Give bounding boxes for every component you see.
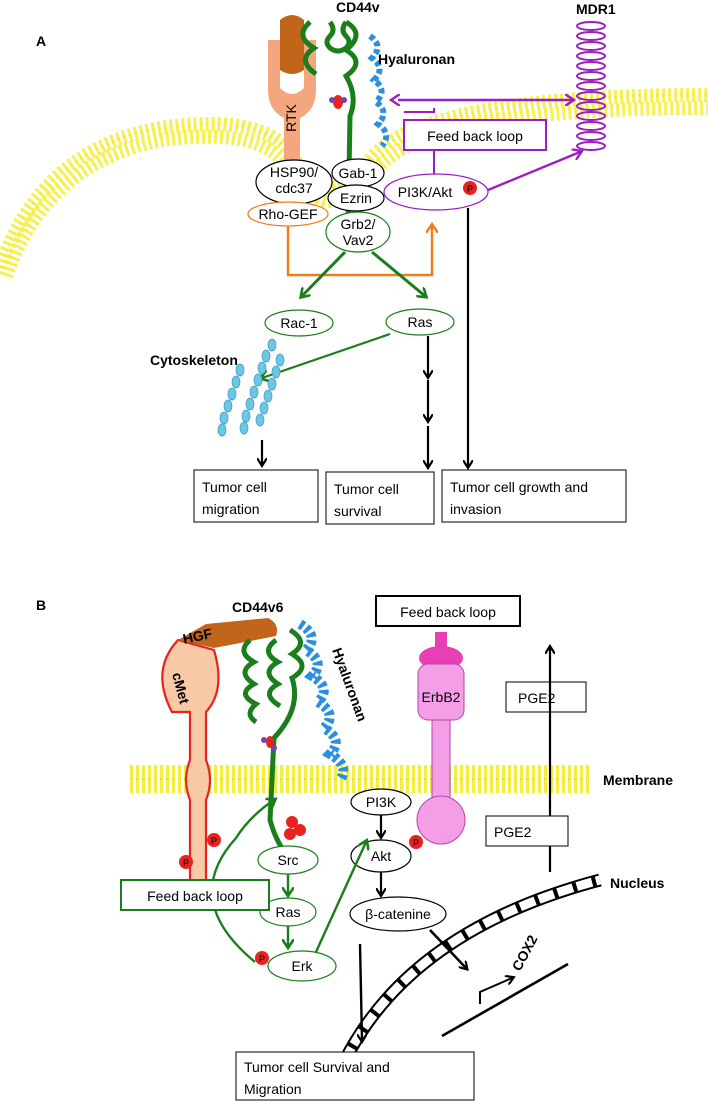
feedback-a-label: Feed back loop — [427, 128, 523, 144]
box-survival-migration: Tumor cell Survival and Migration — [235, 1051, 475, 1101]
feedback-box-left: Feed back loop — [120, 879, 270, 911]
feedback-left-label: Feed back loop — [147, 888, 243, 904]
beta-catenine-node — [349, 896, 447, 932]
grb2-label-2: Vav2 — [343, 232, 374, 248]
rac1-node — [264, 309, 334, 337]
phospho-erk-label: P — [259, 954, 265, 964]
box-migration-line1: Tumor cell — [202, 479, 267, 495]
ras-a-node — [385, 308, 455, 336]
pi3k-label: PI3K — [366, 794, 397, 810]
ras-b-label: Ras — [276, 904, 301, 920]
panel-a: A RTK CD44v Hyaluronan — [0, 0, 708, 525]
pge2-top-label: PGE2 — [518, 690, 556, 706]
cytoskeleton-label: Cytoskeleton — [150, 352, 238, 368]
ras-a-label: Ras — [408, 314, 433, 330]
cd44v-label: CD44v — [336, 0, 380, 15]
box-b-line1: Tumor cell Survival and — [244, 1059, 390, 1075]
grb2-label-1: Grb2/ — [340, 216, 375, 232]
rho-gef-label: Rho-GEF — [258, 206, 317, 222]
erbb2-receptor: ErbB2 — [416, 632, 466, 845]
hgf-ligand: HGF — [178, 618, 277, 648]
phospho-cmet-1 — [207, 833, 221, 847]
cox2-label: COX2 — [509, 932, 541, 973]
box-b-line2: Migration — [244, 1081, 302, 1097]
akt-mdr1-arrow — [487, 152, 580, 192]
signaling-complex: HSP90/ cdc37 Gab-1 Ezrin Rho-GEF Grb2/ V… — [247, 158, 489, 253]
panel-b: B Membrane cMet P P HGF CD44v6 — [36, 595, 673, 1101]
cd44v6-label: CD44v6 — [232, 599, 284, 615]
box-survival: Tumor cell survival — [325, 471, 435, 525]
phospho-akt-a — [463, 181, 477, 195]
erk-node — [267, 950, 337, 982]
box-growth-line1: Tumor cell growth and — [450, 479, 588, 495]
rtk-receptor: RTK — [268, 15, 316, 200]
mdr1-label: MDR1 — [576, 1, 616, 17]
erk-cmet-feedback-arrow — [211, 800, 274, 963]
membrane-label: Membrane — [603, 772, 673, 788]
hsp90-label-1: HSP90/ — [270, 164, 318, 180]
pge2-top-box: PGE2 — [505, 681, 587, 713]
feedback-top-label: Feed back loop — [400, 604, 496, 620]
erk-label: Erk — [292, 958, 314, 974]
hsp90-label-2: cdc37 — [275, 180, 313, 196]
mdr1: MDR1 — [576, 1, 616, 151]
beta-catenine-label: β-catenine — [365, 906, 431, 922]
phospho-erk — [255, 951, 269, 965]
nucleus-envelope — [338, 873, 602, 1065]
box-growth: Tumor cell growth and invasion — [441, 469, 627, 523]
phospho-akt-b-label: P — [413, 838, 419, 848]
pge2-mid-box: PGE2 — [485, 815, 569, 847]
hyaluronan-b-label: Hyaluronan — [329, 646, 370, 724]
cmet-receptor: cMet P P — [161, 638, 221, 908]
cd44v-receptor: CD44v — [300, 0, 380, 231]
box-survival-line1: Tumor cell — [334, 481, 399, 497]
erbb2-label: ErbB2 — [422, 689, 461, 705]
phospho-cmet-1-label: P — [211, 836, 217, 846]
erk-akt-arrow — [314, 842, 366, 953]
rho-gef-pi3k-loop — [286, 226, 432, 277]
box-growth-line2: invasion — [450, 501, 501, 517]
grb2-rac1-arrow — [302, 250, 347, 296]
hyaluronan-a: Hyaluronan — [367, 33, 455, 148]
box-migration-line2: migration — [202, 501, 260, 517]
rac1-label: Rac-1 — [280, 315, 318, 331]
hyaluronan-b: Hyaluronan — [297, 619, 371, 783]
hgf-label: HGF — [181, 625, 214, 647]
feedback-box-top: Feed back loop — [375, 595, 521, 627]
pi3k-akt-label: PI3K/Akt — [398, 184, 453, 200]
feedback-box-a: Feed back loop — [403, 119, 547, 151]
phospho-cmet-2 — [179, 855, 193, 869]
akt-label: Akt — [371, 848, 391, 864]
box-survival-line2: survival — [334, 503, 381, 519]
panel-a-label: A — [36, 33, 46, 49]
phospho-akt-b — [409, 835, 423, 849]
phospho-akt-a-label: P — [467, 184, 473, 194]
panel-b-membrane — [130, 765, 592, 793]
hyaluronan-a-label: Hyaluronan — [378, 51, 455, 67]
rtk-label: RTK — [283, 103, 299, 131]
nucleus-label: Nucleus — [610, 875, 665, 891]
pge2-mid-label: PGE2 — [494, 824, 532, 840]
src-label: Src — [278, 852, 299, 868]
phospho-cmet-2-label: P — [183, 858, 189, 868]
cd44v6-receptor: CD44v6 — [232, 599, 306, 872]
box-migration: Tumor cell migration — [193, 469, 319, 523]
ezrin-label: Ezrin — [340, 190, 372, 206]
panel-b-label: B — [36, 597, 46, 613]
cytoskeleton-filaments — [217, 338, 285, 437]
gab1-label: Gab-1 — [339, 165, 378, 181]
grb2-ras-arrow — [371, 250, 425, 296]
ras-cytoskeleton-arrow — [262, 332, 391, 378]
